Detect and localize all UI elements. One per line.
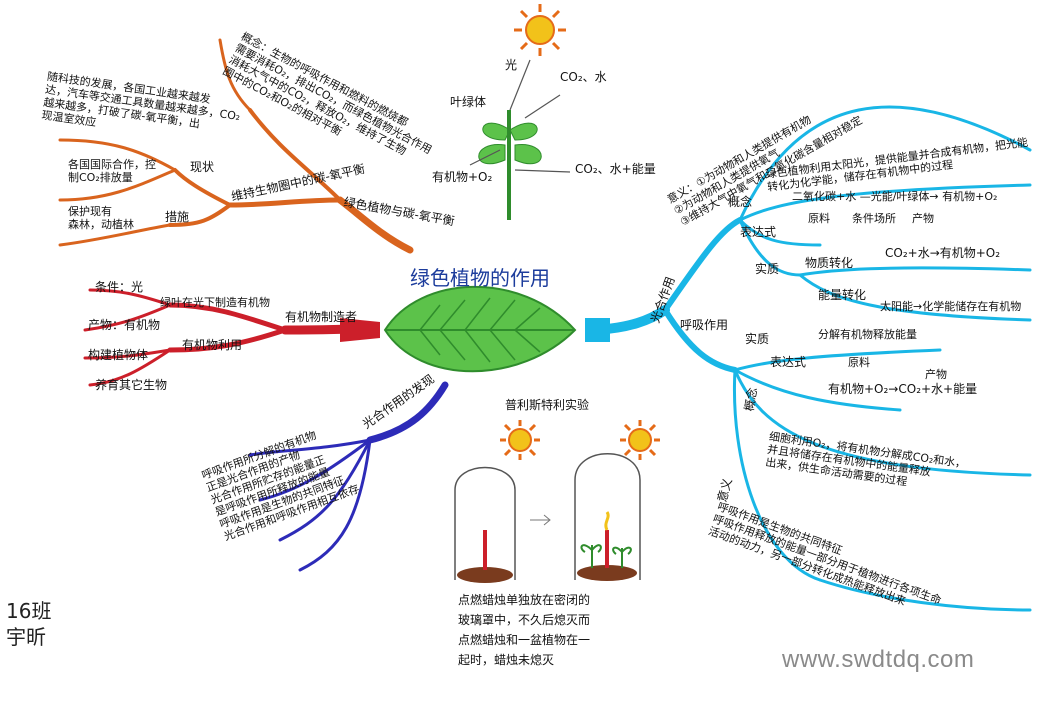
desc-line: 点燃蜡烛单独放在密闭的 — [458, 593, 591, 607]
resp-essence-text: 分解有机物释放能量 — [818, 328, 917, 341]
plant-diagram — [469, 4, 571, 220]
energy-change-label: 能量转化 — [818, 288, 867, 302]
author-class: 16班 — [6, 599, 52, 623]
red-branch-lines — [83, 288, 375, 387]
chloroplast-label: 叶绿体 — [450, 95, 487, 109]
measures-text: 各国国际合作，控 制CO₂排放量 — [68, 158, 156, 184]
expr-product: 产物 — [912, 212, 934, 225]
measures-text-2: 保护现有 森林，动植林 — [68, 205, 134, 231]
measure-line: 各国国际合作，控 — [68, 158, 156, 171]
resp-expr-label: 表达式 — [770, 355, 807, 369]
sun-icon — [514, 4, 566, 56]
co2-water-label: CO₂、水 — [560, 70, 607, 84]
measure-line: 制CO₂排放量 — [68, 171, 133, 184]
bell-jar-right — [574, 453, 641, 580]
red-main-label: 有机物制造者 — [285, 310, 358, 324]
resp-label: 呼吸作用 — [680, 318, 729, 332]
desc-line: 玻璃罩中，不久后熄灭而 — [458, 613, 591, 627]
feed-label: 养育其它生物 — [95, 378, 168, 392]
sun-icon — [500, 420, 540, 460]
mat-change-label: 物质转化 — [805, 256, 854, 270]
resp-raw-label: 原料 — [848, 356, 870, 369]
bell-jar-left — [454, 466, 516, 580]
measure-line: 森林，动植林 — [68, 218, 134, 231]
co2-energy-label: CO₂、水+能量 — [575, 162, 656, 176]
resp-essence-label: 实质 — [745, 332, 770, 346]
desc-line: 点燃蜡烛和一盆植物在一 — [458, 633, 591, 647]
blue-branch-lines — [248, 381, 449, 572]
central-leaf-icon — [383, 285, 577, 373]
center-title: 绿色植物的作用 — [410, 266, 550, 290]
cyan-branch-lines — [590, 105, 1032, 612]
watermark: www.swdtdq.com — [782, 646, 975, 673]
light-label: 光 — [505, 58, 518, 72]
resp-expr-text: 有机物+O₂→CO₂+水+能量 — [828, 382, 978, 396]
measure-line: 保护现有 — [68, 205, 112, 218]
essence-label: 实质 — [755, 262, 780, 276]
status-label: 现状 — [190, 160, 215, 174]
organic-o2-label: 有机物+O₂ — [432, 170, 493, 184]
expr-text: 二氧化碳+水 —光能/叶绿体→ 有机物+O₂ — [792, 190, 998, 203]
orange-branch-lines — [58, 38, 414, 254]
expr-label: 表达式 — [740, 225, 777, 239]
red-connector — [340, 318, 380, 342]
author-block: 16班 宇昕 — [6, 598, 51, 650]
build-label: 构建植物体 — [88, 348, 149, 362]
use-label: 有机物利用 — [182, 338, 243, 352]
desc-line: 起时，蜡烛未熄灭 — [458, 653, 555, 667]
energy-change-text: 太阳能→化学能储存在有机物 — [880, 300, 1022, 313]
product-label: 产物：有机物 — [88, 318, 161, 332]
experiment-desc: 点燃蜡烛单独放在密闭的 玻璃罩中，不久后熄灭而 点燃蜡烛和一盆植物在一 起时，蜡… — [458, 590, 590, 670]
experiment-title: 普利斯特利实验 — [505, 398, 590, 412]
priestley-experiment — [454, 420, 660, 583]
expr-condition: 条件场所 — [852, 212, 896, 225]
expr-raw: 原料 — [808, 212, 830, 225]
cyan-connector — [585, 318, 610, 342]
author-name: 宇昕 — [6, 625, 46, 649]
measures-label: 措施 — [165, 210, 190, 224]
resp-product-label: 产物 — [925, 368, 947, 381]
make-label: 绿叶在光下制造有机物 — [160, 296, 270, 309]
condition-label: 条件：光 — [95, 280, 144, 294]
concept-label: 概念 — [728, 195, 753, 209]
sun-icon — [620, 420, 660, 460]
mat-change-text: CO₂+水→有机物+O₂ — [885, 246, 1001, 260]
